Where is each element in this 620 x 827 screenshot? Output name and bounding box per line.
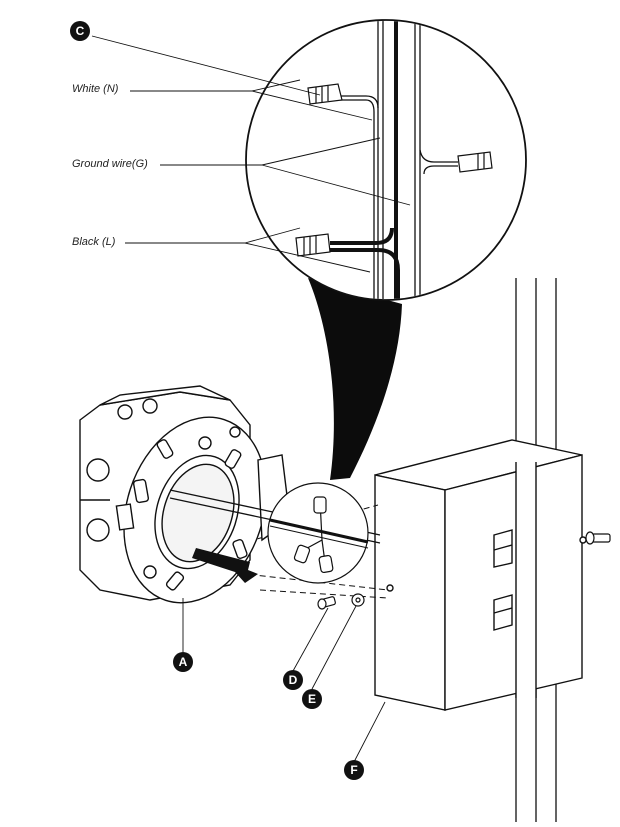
callout-a: A	[173, 652, 193, 672]
detail-circle-large	[245, 19, 527, 301]
callout-f: F	[344, 760, 364, 780]
magnifier-cone	[308, 278, 402, 480]
screw-d	[317, 596, 336, 610]
mounting-bracket-a	[115, 416, 291, 604]
black-wire-label: Black (L)	[72, 236, 116, 248]
fixture-f	[374, 439, 587, 711]
callout-e: E	[302, 689, 322, 709]
callout-c: C	[70, 21, 90, 41]
detail-circle-small	[267, 482, 369, 584]
white-wire-label: White (N)	[72, 83, 119, 95]
leader-lines	[91, 35, 411, 763]
ground-wire-label: Ground wire(G)	[72, 158, 148, 170]
callout-d: D	[283, 670, 303, 690]
side-screw	[585, 531, 611, 545]
washer-e	[351, 593, 365, 607]
insert-arrow	[192, 548, 258, 583]
